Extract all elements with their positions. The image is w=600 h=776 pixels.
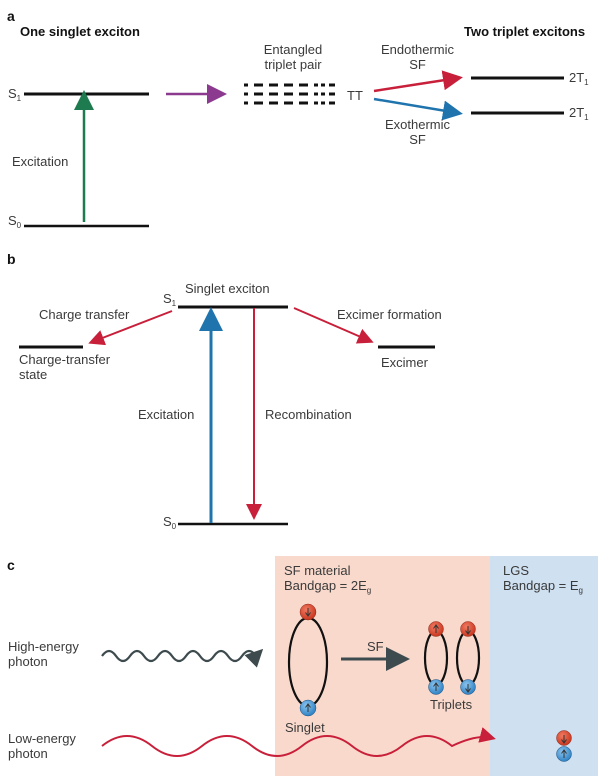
s0-label-a: S0	[8, 213, 21, 233]
s1-label-a: S1	[8, 86, 21, 106]
lgs-bandgap: Bandgap = Eg	[503, 578, 583, 598]
low-energy-line2: photon	[8, 746, 48, 761]
lgs-region	[490, 556, 598, 776]
excitation-label-b: Excitation	[138, 407, 195, 422]
exothermic-sf-label: Exothermic SF	[370, 117, 465, 147]
s0-symbol: S	[8, 213, 17, 228]
high-energy-photon-label: High-energy photon	[8, 639, 79, 669]
low-energy-photon-label: Low-energy photon	[8, 731, 76, 761]
entangled-triplet-dashes	[244, 83, 338, 105]
excimer-formation-arrow	[293, 307, 374, 344]
charge-transfer-label: Charge transfer	[39, 307, 130, 322]
panel-c-graphics	[101, 556, 598, 776]
panel-a-graphics	[24, 70, 564, 228]
low-energy-photon-wave	[101, 727, 496, 757]
endothermic-line1: Endothermic	[381, 42, 454, 57]
t-upper-subscript: 1	[584, 78, 589, 87]
s1-label-b: S1	[163, 291, 176, 311]
panel-b-letter: b	[7, 251, 16, 267]
s0-subscript-b: 0	[171, 522, 177, 531]
sf-material-title: SF material	[284, 563, 351, 578]
panel-a-letter: a	[7, 8, 15, 24]
charge-transfer-state-label: Charge-transfer state	[19, 352, 110, 382]
singlet-exciton-label: Singlet exciton	[185, 281, 270, 296]
two-triplet-excitons-heading: Two triplet excitons	[464, 24, 586, 39]
high-energy-line2: photon	[8, 654, 48, 669]
high-energy-photon-wave	[101, 648, 264, 668]
panel-b-graphics	[19, 305, 435, 526]
exothermic-arrow	[373, 97, 463, 121]
t1-lower-label: 2T1	[569, 105, 589, 125]
ct-state-line2: state	[19, 367, 48, 382]
sf-arrow-label: SF	[367, 639, 384, 654]
s1-subscript-b: 1	[171, 299, 177, 308]
lgs-label: LGS Bandgap = Eg	[503, 563, 583, 598]
sf-bandgap: Bandgap = 2Eg	[284, 578, 371, 598]
t-lower-symbol: 2T	[569, 105, 585, 120]
entangled-line1: Entangled	[263, 42, 323, 57]
one-singlet-exciton-heading: One singlet exciton	[20, 24, 140, 39]
excimer-label: Excimer	[381, 355, 428, 370]
entangled-triplet-pair-label: Entangled triplet pair	[248, 42, 338, 72]
high-energy-line1: High-energy	[8, 639, 79, 654]
lgs-bandgap-subscript: g	[578, 586, 583, 595]
ct-state-line1: Charge-transfer	[19, 352, 111, 367]
s1-symbol: S	[8, 86, 17, 101]
s0-label-b: S0	[163, 514, 176, 534]
s0-subscript: 0	[16, 221, 22, 230]
sf-bandgap-subscript: g	[366, 586, 372, 595]
excimer-formation-label: Excimer formation	[337, 307, 442, 322]
panel-c-letter: c	[7, 557, 15, 573]
low-energy-line1: Low-energy	[8, 731, 76, 746]
lgs-bandgap-text: Bandgap = E	[503, 578, 579, 593]
s1-subscript: 1	[16, 94, 22, 103]
singlet-label: Singlet	[285, 720, 325, 735]
lgs-title: LGS	[503, 563, 530, 578]
recombination-label: Recombination	[265, 407, 352, 422]
excitation-label-a: Excitation	[12, 154, 69, 169]
s0-symbol-b: S	[163, 514, 172, 529]
exothermic-line2: SF	[409, 132, 426, 147]
charge-transfer-arrow	[88, 310, 173, 346]
triplets-label: Triplets	[430, 697, 473, 712]
s1-symbol-b: S	[163, 291, 172, 306]
entangled-line2: triplet pair	[264, 57, 322, 72]
t-upper-symbol: 2T	[569, 70, 585, 85]
exothermic-line1: Exothermic	[384, 117, 451, 132]
endothermic-line2: SF	[409, 57, 426, 72]
tt-label: TT	[347, 88, 363, 103]
sf-material-label: SF material Bandgap = 2Eg	[284, 563, 371, 598]
endothermic-arrow	[373, 70, 463, 93]
t1-upper-label: 2T1	[569, 70, 589, 90]
sf-bandgap-text: Bandgap = 2E	[284, 578, 367, 593]
endothermic-sf-label: Endothermic SF	[370, 42, 465, 72]
t-lower-subscript: 1	[584, 113, 589, 122]
